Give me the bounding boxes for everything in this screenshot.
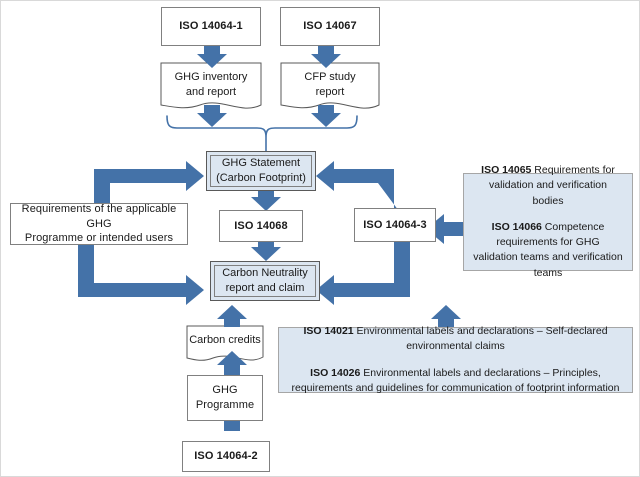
ghg-programme-line-1: GHG [212,384,238,397]
arrow-labels-panel-to-neutrality [431,305,461,327]
cfp-study-line-2: report [315,85,345,98]
carbon-credits-doc-shape [186,325,264,361]
iso-14065-code: ISO 14065 [481,164,532,177]
panel-validation-entry-1: ISO 14065 Requirements for validation an… [473,163,623,209]
cfp-study-doc-shape [280,62,380,109]
panel-validation-standards[interactable]: ISO 14065 Requirements for validation an… [463,164,633,279]
iso-14065-text: Requirements for validation and verifica… [489,164,615,207]
panel-labels-entry-1: ISO 14021 Environmental labels and decla… [288,324,623,354]
arrow-14068-to-carbon-neutrality [251,241,281,261]
ghg-programme-line-2: Programme [195,399,255,411]
iso-14026-code: ISO 14026 [310,366,361,379]
arrow-14064-3-to-carbon-neutrality [316,232,410,305]
iso-14066-code: ISO 14066 [491,220,542,233]
arrow-ghg-programme-to-carbon-credits [217,351,247,375]
panel-labels-entry-2: ISO 14026 Environmental labels and decla… [288,366,623,396]
ghg-inventory-line-1: GHG inventory [174,71,248,83]
arrow-14064-1-to-ghg-inventory [197,46,227,68]
iso-14066-text: Competence requirements for GHG validati… [473,220,623,279]
iso-14021-text: Environmental labels and declarations – … [353,325,608,353]
node-ghg-programme[interactable]: GHG Programme [187,375,263,421]
ghg-statement-line-2: (Carbon Footprint) [216,172,306,184]
arrow-cfp-to-bracket [311,105,341,127]
arrow-14064-3-to-ghg-statement [316,161,410,226]
iso-14026-text: Environmental labels and declarations – … [291,366,620,394]
node-cfp-study-report[interactable]: CFP study report [281,63,379,109]
requirements-line-1: Requirements of the applicable GHG [21,202,177,230]
iso-14021-code: ISO 14021 [303,325,354,338]
carbon-neutrality-inner-frame: Carbon Neutrality report and claim [214,265,316,297]
panel-environmental-labels[interactable]: ISO 14021 Environmental labels and decla… [278,324,633,396]
carbon-neutrality-line-2: report and claim [225,282,305,294]
up-arrows [217,305,461,431]
ghg-statement-inner-frame: GHG Statement (Carbon Footprint) [210,155,312,187]
carbon-neutrality-line-1: Carbon Neutrality [222,267,308,280]
node-carbon-neutrality[interactable]: Carbon Neutrality report and claim [210,261,320,301]
arrow-requirements-to-carbon-neutrality [78,232,204,305]
node-ghg-inventory-report[interactable]: GHG inventory and report [161,63,261,109]
down-arrows [197,46,341,261]
cfp-study-line-1: CFP study [304,71,356,83]
ghg-inventory-doc-shape [160,62,262,109]
arrow-14067-to-cfp [311,46,341,68]
arrow-ghg-statement-to-14068 [251,191,281,211]
node-iso-14064-1[interactable]: ISO 14064-1 [161,7,261,46]
node-ghg-statement[interactable]: GHG Statement (Carbon Footprint) [206,151,316,191]
arrow-ghg-inventory-to-bracket [197,105,227,127]
ghg-inventory-line-2: and report [185,85,237,98]
node-iso-14067[interactable]: ISO 14067 [280,7,380,46]
right-elbow-arrows [316,161,410,305]
panel-validation-entry-2: ISO 14066 Competence requirements for GH… [473,220,623,281]
node-carbon-credits[interactable]: Carbon credits [189,334,261,346]
requirements-line-2: Programme or intended users [24,232,174,245]
arrow-carbon-credits-to-neutrality [217,305,247,327]
node-iso-14064-3[interactable]: ISO 14064-3 [354,208,436,242]
ghg-statement-line-1: GHG Statement [221,157,301,170]
node-iso-14064-2[interactable]: ISO 14064-2 [182,441,270,472]
node-iso-14068[interactable]: ISO 14068 [219,210,303,242]
node-requirements-ghg-programme[interactable]: Requirements of the applicable GHG Progr… [10,203,188,245]
